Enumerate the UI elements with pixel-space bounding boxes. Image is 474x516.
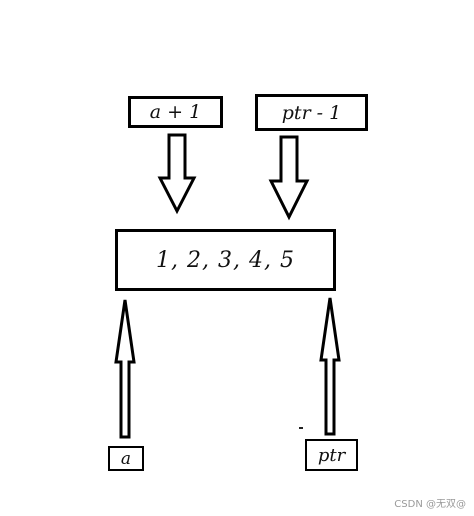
watermark: CSDN @无双@	[394, 499, 466, 510]
up-arrow-left	[114, 299, 136, 439]
pointer-a-plus-1-box: a + 1	[128, 96, 223, 128]
down-arrow-left	[157, 133, 197, 215]
pointer-ptr-box: ptr	[305, 439, 358, 471]
pointer-ptr-label: ptr	[317, 444, 346, 466]
pointer-a-label: a	[120, 448, 132, 469]
down-arrow-right	[268, 135, 310, 221]
pointer-a-box: a	[108, 446, 144, 471]
array-values-label: 1, 2, 3, 4, 5	[156, 247, 295, 273]
array-box: 1, 2, 3, 4, 5	[115, 229, 336, 291]
pointer-a-plus-1-label: a + 1	[149, 101, 202, 123]
stray-mark	[299, 427, 303, 429]
up-arrow-right	[319, 297, 341, 436]
pointer-ptr-minus-1-box: ptr - 1	[255, 94, 368, 131]
pointer-ptr-minus-1-label: ptr - 1	[281, 101, 342, 124]
